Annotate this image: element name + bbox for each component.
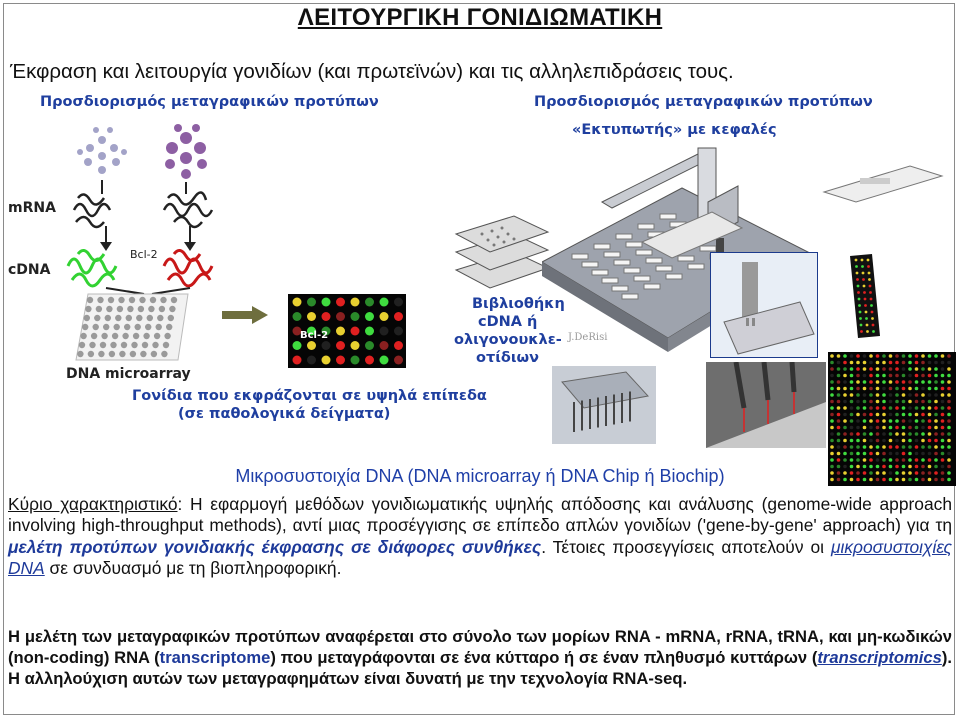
printhead-closeup-image: [710, 252, 818, 358]
library-label-3: ολιγονουκλε-: [454, 332, 562, 348]
library-label-1: Βιβλιοθήκη: [472, 296, 565, 312]
para1-italic-1: μελέτη προτύπων γονιδιακής έκφρασης σε δ…: [8, 536, 542, 557]
genes-caption-1: Γονίδια που εκφράζονται σε υψηλά επίπεδα: [132, 388, 487, 404]
cdna-label: cDNA: [8, 262, 51, 278]
para1-text-3: σε συνδυασμό με τη βιοπληροφορική.: [44, 557, 342, 578]
main-characteristic-label: Κύριο χαρακτηριστικό: [8, 494, 178, 514]
arrow-to-chip: [222, 306, 268, 324]
normal-cells: [77, 127, 127, 174]
microarray-label: DNA microarray: [66, 366, 191, 382]
para1-text-1: : Η εφαρμογή μεθόδων γονιδιωματικής υψηλ…: [8, 494, 952, 536]
microarray-grid-illustration: [75, 293, 189, 361]
main-characteristic-paragraph: Κύριο χαρακτηριστικό: Η εφαρμογή μεθόδων…: [8, 494, 952, 579]
library-label-2: cDNA ή: [478, 314, 538, 330]
cell-samples-illustration: [77, 124, 207, 194]
cdna-illustration: [66, 249, 214, 294]
pin-head-image: [552, 366, 656, 444]
slide-title: ΛΕΙΤΟΥΡΓΙΚΗ ΓΟΝΙΔΙΩΜΑΤΙΚΗ: [297, 4, 663, 31]
slide-subtitle: Έκφραση και λειτουργία γονιδίων (και πρω…: [10, 60, 734, 83]
para2-text-3: ). Η αλληλούχιση αυτών των μεταγραφημάτω…: [8, 648, 952, 689]
tumor-cells: [165, 124, 207, 179]
right-figure-title-1: Προσδιορισμός μεταγραφικών προτύπων: [534, 94, 873, 110]
right-figure-title-2: «Εκτυπωτής» με κεφαλές: [572, 122, 777, 138]
bcl2-label-chip: Bcl-2: [300, 330, 329, 341]
figure-caption: Μικροσυστοιχία DNA (DNA microarray ή DNA…: [235, 466, 725, 486]
transcriptome-paragraph: Η μελέτη των μεταγραφικών προτύπων αναφέ…: [8, 626, 952, 690]
para1-text-2: . Τέτοιες προσεγγίσεις αποτελούν οι: [541, 536, 831, 557]
microarray-scan-image: [828, 352, 956, 486]
bcl2-label-top: Bcl-2: [130, 248, 158, 261]
printing-pins-image: [706, 362, 826, 448]
mrna-illustration: [72, 191, 214, 229]
slide-tray-image: [822, 165, 944, 203]
library-label-4: οτίδιων: [476, 350, 539, 366]
para1-italic-2: μικροσυστοιχίες DNA: [8, 536, 952, 578]
genes-caption-2: (σε παθολογικά δείγματα): [178, 406, 391, 422]
arrows-to-cdna: [100, 226, 196, 251]
transcriptome-term: transcriptome: [159, 648, 271, 668]
para2-text-2: ) που μεταγράφονται σε ένα κύτταρο ή σε …: [270, 648, 818, 668]
scanned-chip-image: [288, 294, 406, 368]
plate-stack-image: [454, 215, 550, 289]
para2-text-1: Η μελέτη των μεταγραφικών προτύπων αναφέ…: [8, 627, 952, 668]
transcriptomics-term: transcriptomics: [817, 648, 942, 668]
photo-credit: J.DeRisi: [568, 332, 608, 343]
left-figure-title: Προσδιορισμός μεταγραφικών προτύπων: [40, 94, 379, 110]
slide-image: [850, 254, 880, 338]
mrna-label: mRNA: [8, 200, 56, 216]
